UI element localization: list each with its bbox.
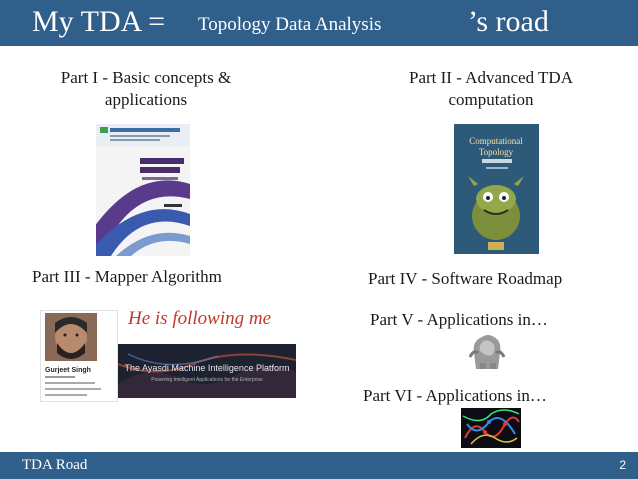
book-cover-japanese-image (96, 124, 190, 256)
profile-name: Gurjeet Singh (45, 367, 91, 374)
book-title-line1: Computational (469, 136, 523, 146)
part-1-line2: applications (104, 90, 188, 109)
part-2-line1: Part II - Advanced TDA (409, 68, 573, 87)
banner-subline: Powering Intelligent Applications for th… (151, 377, 263, 383)
part-3-heading: Part III - Mapper Algorithm (32, 267, 222, 286)
molecule-render-image (461, 408, 521, 448)
part-2-line2: computation (448, 90, 534, 109)
slide-title-subtitle: Topology Data Analysis (198, 14, 382, 35)
banner-headline: The Ayasdi Machine Intelligence Platform (125, 363, 290, 373)
title-bar: My TDA = Topology Data Analysis ’s road (0, 0, 638, 46)
part-1-line1: Part I - Basic concepts & (60, 68, 232, 87)
following-note: He is following me (128, 308, 272, 329)
part-1-heading: Part I - Basic concepts & applications (34, 67, 258, 111)
profile-card-image: Gurjeet Singh (40, 310, 118, 402)
part-5-heading: Part V - Applications in… (370, 310, 548, 329)
slide-title-suffix: ’s road (468, 5, 549, 38)
book-cover-computational-topology-image: Computational Topology (454, 124, 539, 254)
part-6-heading: Part VI - Applications in… (363, 386, 547, 405)
book-title-line2: Topology (479, 147, 514, 157)
statue-render-image (466, 331, 509, 371)
footer-bar: TDA Road 2 (0, 452, 638, 479)
ayasdi-banner-image: The Ayasdi Machine Intelligence Platform… (118, 344, 296, 398)
slide-title: My TDA = (32, 5, 166, 38)
page-number: 2 (619, 458, 626, 472)
footer-label: TDA Road (22, 457, 88, 473)
part-2-heading: Part II - Advanced TDA computation (384, 67, 598, 111)
part-4-heading: Part IV - Software Roadmap (368, 269, 563, 288)
